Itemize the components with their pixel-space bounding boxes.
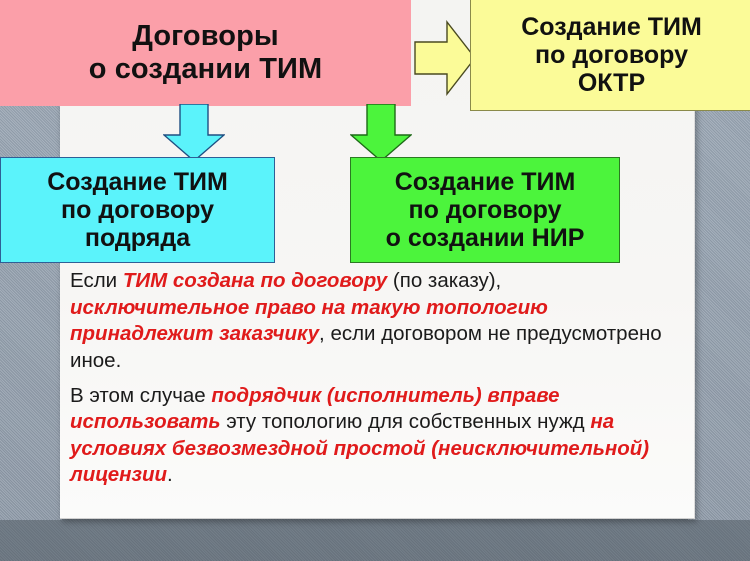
box-line: по договору: [408, 195, 562, 224]
box-line: по договору: [535, 40, 688, 69]
emphasized-text: на условиях безвозмездной простой (неиск…: [70, 410, 650, 487]
arrow-down-to-nir-icon: [350, 104, 412, 162]
plain-text: В этом случае: [70, 383, 212, 407]
box-line: по договору: [61, 195, 214, 224]
box-line: Создание ТИМ: [394, 167, 576, 196]
box-line: подряда: [84, 224, 191, 253]
arrow-right-to-oktr-icon: [414, 20, 476, 96]
plain-text: .: [167, 463, 173, 487]
emphasized-text: исключительное право на такую топологию …: [70, 295, 548, 346]
plain-text: эту топологию для собственных нужд: [220, 410, 591, 434]
plain-text: , если договором не предусмотрено иное.: [70, 322, 662, 372]
body-text-block: Если ТИМ создана по договору (по заказу)…: [70, 268, 680, 495]
box-line: Создание ТИМ: [521, 12, 702, 41]
arrow-down-to-podryad-icon: [163, 104, 225, 162]
plain-text: Если: [70, 269, 123, 292]
body-paragraph: В этом случае подрядчик (исполнитель) вп…: [70, 383, 680, 490]
box-line: о создании ТИМ: [88, 53, 323, 85]
plain-text: (по заказу),: [387, 269, 502, 292]
body-paragraph: Если ТИМ создана по договору (по заказу)…: [70, 268, 680, 375]
box-line: о создании НИР: [385, 224, 585, 253]
box-line: Создание ТИМ: [47, 167, 228, 196]
box-line: Договоры: [132, 20, 279, 53]
emphasized-text: подрядчик (исполнитель) вправе использов…: [70, 383, 560, 434]
emphasized-text: ТИМ создана по договору: [122, 269, 388, 292]
box-line: ОКТР: [577, 69, 646, 98]
